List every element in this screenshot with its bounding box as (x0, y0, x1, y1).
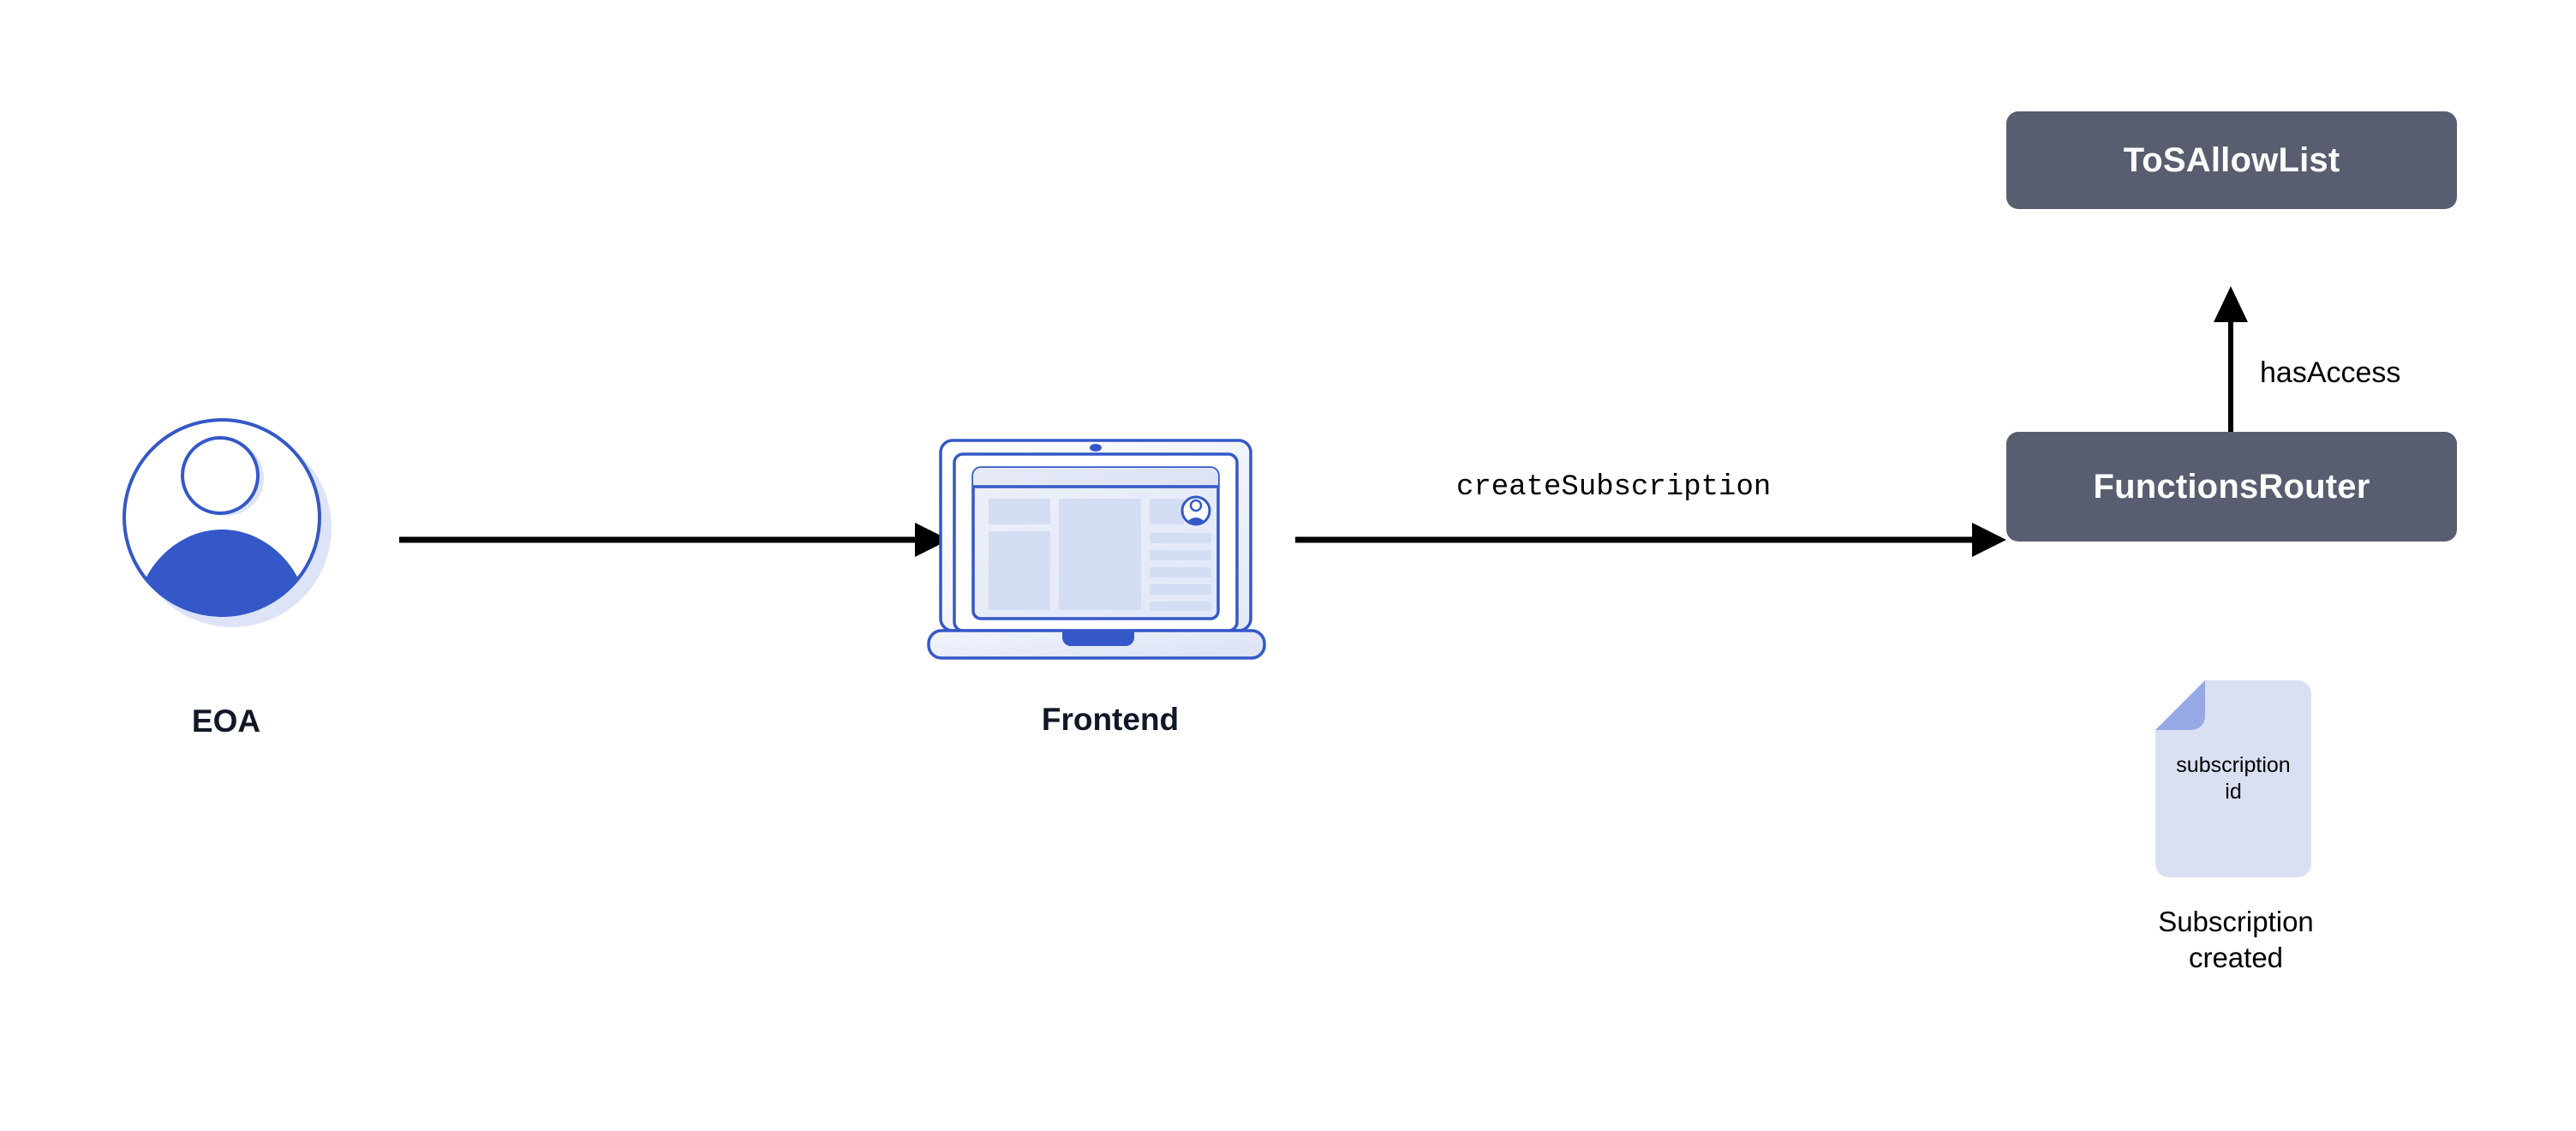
node-tos-allow-list[interactable]: ToSAllowList (2006, 111, 2457, 209)
edge-label-has-access: hasAccess (2260, 356, 2401, 389)
arrow-frontend-to-router (1295, 514, 2006, 566)
subscription-caption-line-2: created (2188, 942, 2284, 973)
node-functions-router-label: FunctionsRouter (2093, 468, 2370, 506)
frontend-label: Frontend (1041, 702, 1180, 737)
arrow-eoa-to-frontend (399, 514, 949, 566)
node-tos-allow-list-label: ToSAllowList (2123, 141, 2340, 179)
node-functions-router[interactable]: FunctionsRouter (2006, 432, 2457, 542)
eoa-label: EOA (191, 703, 261, 739)
arrow-router-to-allowlist (2208, 286, 2260, 432)
screen-avatar-icon (1180, 495, 1211, 526)
edge-label-create-subscription: createSubscription (1456, 471, 1772, 504)
laptop-icon (925, 428, 1295, 665)
user-avatar-icon (120, 416, 334, 631)
document-file-icon: subscription id (2152, 677, 2315, 883)
subscription-caption-line-1: Subscription (2158, 906, 2314, 937)
